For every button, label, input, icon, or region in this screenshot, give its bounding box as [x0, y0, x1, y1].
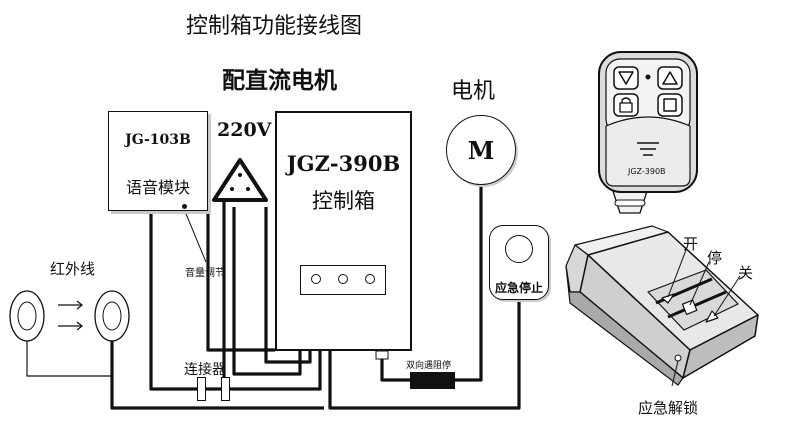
voice-module-wire-right	[206, 211, 275, 352]
voice-module-model: JG-103B	[125, 132, 191, 148]
terminal-block	[300, 265, 386, 295]
emergency-stop-button: 应急停止	[489, 225, 549, 300]
power-wire-right	[264, 207, 312, 364]
connector-label: 连接器	[184, 362, 226, 378]
key-fob-open-label: 开	[683, 235, 699, 253]
infrared-receiver-icon	[94, 290, 130, 342]
voltage-triangle-icon	[212, 158, 268, 202]
bottom-wire	[110, 320, 324, 410]
control-box-port	[375, 350, 389, 360]
voice-module-box: JG-103B 语音模块	[108, 111, 208, 211]
diagram-title: 控制箱功能接线图	[186, 14, 363, 39]
emergency-unlock-label: 应急解锁	[638, 399, 699, 417]
remote-lock-icon	[613, 93, 639, 117]
infrared-label: 红外线	[50, 260, 96, 278]
bidirectional-wire	[380, 351, 410, 382]
volume-pointer	[183, 208, 207, 263]
connector-pin	[221, 377, 230, 401]
connector-pin	[197, 377, 206, 401]
remote-control	[598, 51, 698, 214]
key-fob-stop-icon	[681, 299, 698, 316]
control-box-name: 控制箱	[312, 189, 375, 213]
remote-down-arrow-icon	[613, 66, 639, 90]
emergency-stop-icon	[505, 235, 533, 263]
control-box-model: JGZ-390B	[286, 151, 401, 176]
volume-knob-icon	[182, 204, 187, 209]
voltage-label: 220V	[217, 119, 272, 141]
motor-title: 电机	[451, 79, 496, 104]
voice-module-name: 语音模块	[125, 178, 190, 197]
terminal-screw-icon	[311, 274, 321, 284]
voice-module-wire-left	[149, 211, 200, 391]
infrared-emitter-icon	[9, 290, 45, 342]
remote-stop-square-icon	[657, 93, 683, 117]
emergency-stop-wire	[328, 300, 521, 410]
infrared-wire	[26, 340, 112, 377]
diagram-subtitle: 配直流电机	[222, 67, 337, 94]
bidirectional-block	[410, 372, 455, 389]
remote-model-label: JGZ-390B	[628, 167, 666, 176]
remote-up-arrow-icon	[657, 66, 683, 90]
key-fob-close-label: 关	[738, 264, 754, 282]
infrared-beam-arrows	[58, 300, 83, 331]
bidirectional-label: 双向遇阻停	[406, 361, 452, 371]
terminal-screw-icon	[338, 274, 348, 284]
terminal-screw-icon	[365, 274, 375, 284]
remote-signal-icon	[637, 142, 659, 156]
emergency-stop-label: 应急停止	[494, 281, 543, 295]
volume-label: 音量调节	[185, 268, 225, 279]
connector-wire	[229, 351, 322, 391]
control-box: JGZ-390B 控制箱	[275, 111, 412, 351]
key-fob	[565, 225, 759, 387]
motor-symbol: M	[446, 115, 516, 185]
motor-wire	[455, 185, 483, 382]
key-fob-stop-label: 停	[707, 249, 723, 267]
motor-letter: M	[467, 136, 495, 165]
